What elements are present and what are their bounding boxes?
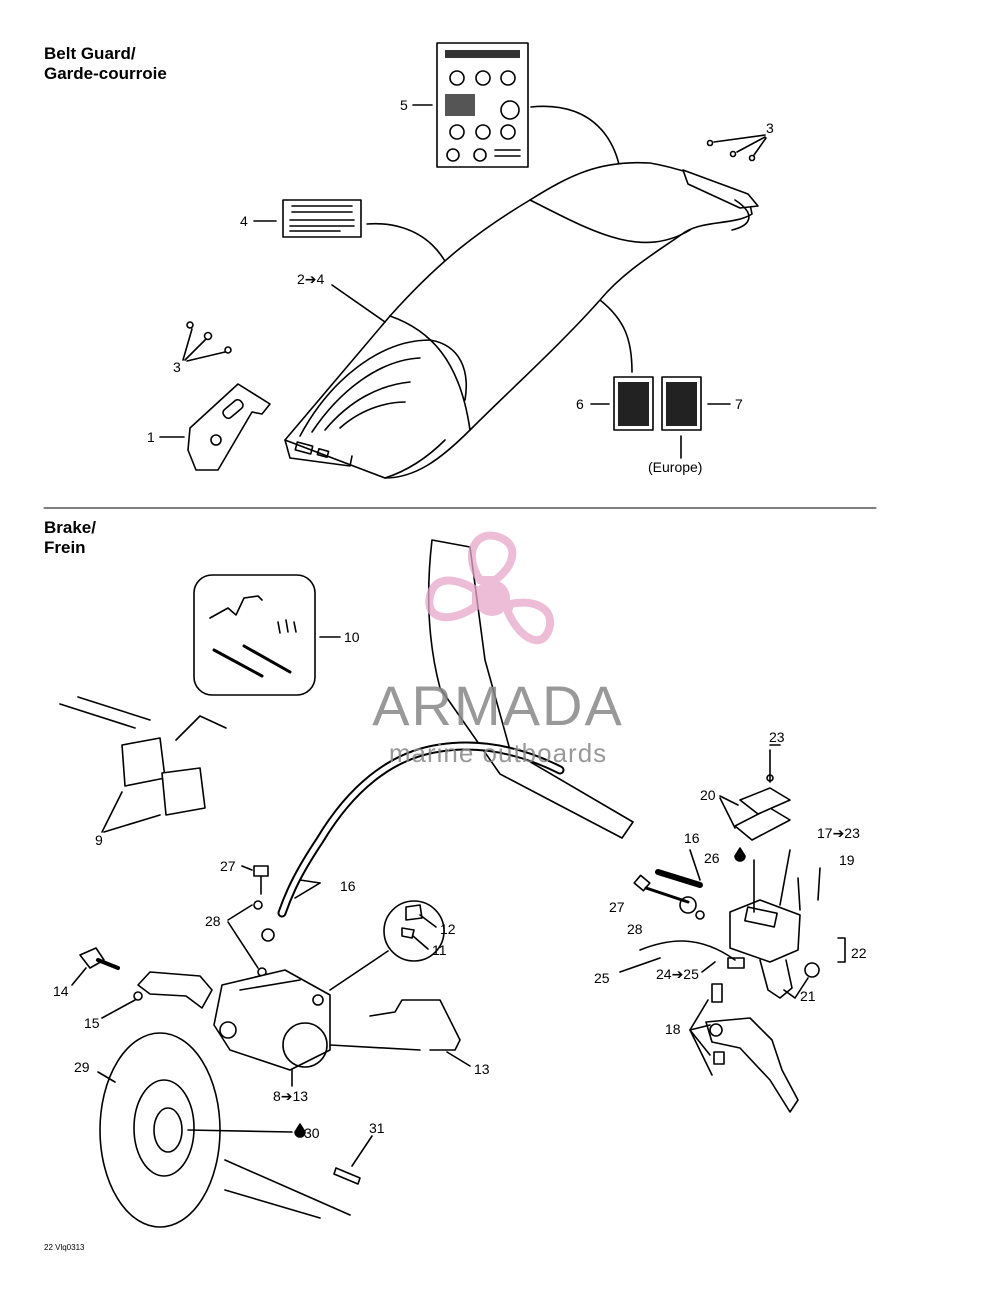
- callout-27-left: 27: [220, 858, 236, 874]
- brake-hardware-kit-10-icon: [193, 574, 316, 696]
- callout-15: 15: [84, 1015, 100, 1031]
- callout-7: 7: [735, 396, 743, 412]
- callout-13: 13: [474, 1061, 490, 1077]
- brake-lever-18-icon: [705, 983, 799, 1113]
- callout-28-left: 28: [205, 913, 221, 929]
- watermark-subtitle: marine outboards: [389, 738, 607, 768]
- brake-disc-29-icon: [99, 1032, 221, 1228]
- callout-29: 29: [74, 1059, 90, 1075]
- warning-decal-4-icon: [282, 199, 362, 238]
- callout-5: 5: [400, 97, 408, 113]
- brake-pads-9-icon: [59, 696, 227, 816]
- callout-1: 1: [147, 429, 155, 445]
- callout-17-23: 17➔23: [817, 825, 860, 841]
- belt-guard-title-en: Belt Guard/: [44, 44, 136, 63]
- callout-11: 11: [432, 942, 447, 958]
- callout-19: 19: [839, 852, 855, 868]
- callout-16-left: 16: [340, 878, 356, 894]
- callout-10: 10: [344, 629, 360, 645]
- callout-25: 25: [594, 970, 610, 986]
- callout-6: 6: [576, 396, 584, 412]
- callout-24-25: 24➔25: [656, 966, 699, 982]
- belt-guard-title: Belt Guard/ Garde-courroie: [44, 44, 167, 84]
- callout-22: 22: [851, 945, 867, 961]
- master-cylinder-17-icon: [729, 787, 801, 999]
- callout-31: 31: [369, 1120, 385, 1136]
- callout-30: 30: [304, 1125, 320, 1141]
- brake-caliper-8-icon: [213, 969, 331, 1071]
- callout-4: 4: [240, 213, 248, 229]
- callout-3-top: 3: [766, 120, 774, 136]
- callout-23: 23: [769, 729, 785, 745]
- safety-decal-5-icon: [436, 42, 529, 168]
- callout-16-right: 16: [684, 830, 700, 846]
- mounting-bracket-1-icon: [187, 383, 271, 471]
- brake-title-fr: Frein: [44, 538, 86, 557]
- belt-guard-title-fr: Garde-courroie: [44, 64, 167, 83]
- armada-watermark-logo-icon: [425, 531, 555, 645]
- callout-9: 9: [95, 832, 103, 848]
- callout-2-4: 2➔4: [297, 271, 325, 287]
- callout-27-right: 27: [609, 899, 625, 915]
- callout-14: 14: [53, 983, 69, 999]
- belt-guard-cover-icon: [284, 161, 759, 479]
- callout-12: 12: [440, 921, 456, 937]
- callout-28-right: 28: [627, 921, 643, 937]
- figure-reference: 22 Vlq0313: [44, 1243, 85, 1252]
- callout-18: 18: [665, 1021, 681, 1037]
- brake-title: Brake/ Frein: [44, 518, 96, 558]
- decal-6-icon: [613, 376, 654, 431]
- callout-3-left: 3: [173, 359, 181, 375]
- watermark-name: ARMADA: [372, 674, 624, 737]
- decal-7-icon: [661, 376, 702, 431]
- callout-21: 21: [800, 988, 816, 1004]
- brake-title-en: Brake/: [44, 518, 96, 537]
- callout-20: 20: [700, 787, 716, 803]
- callout-26: 26: [704, 850, 720, 866]
- callout-europe: (Europe): [648, 459, 703, 475]
- callout-8-13: 8➔13: [273, 1088, 309, 1104]
